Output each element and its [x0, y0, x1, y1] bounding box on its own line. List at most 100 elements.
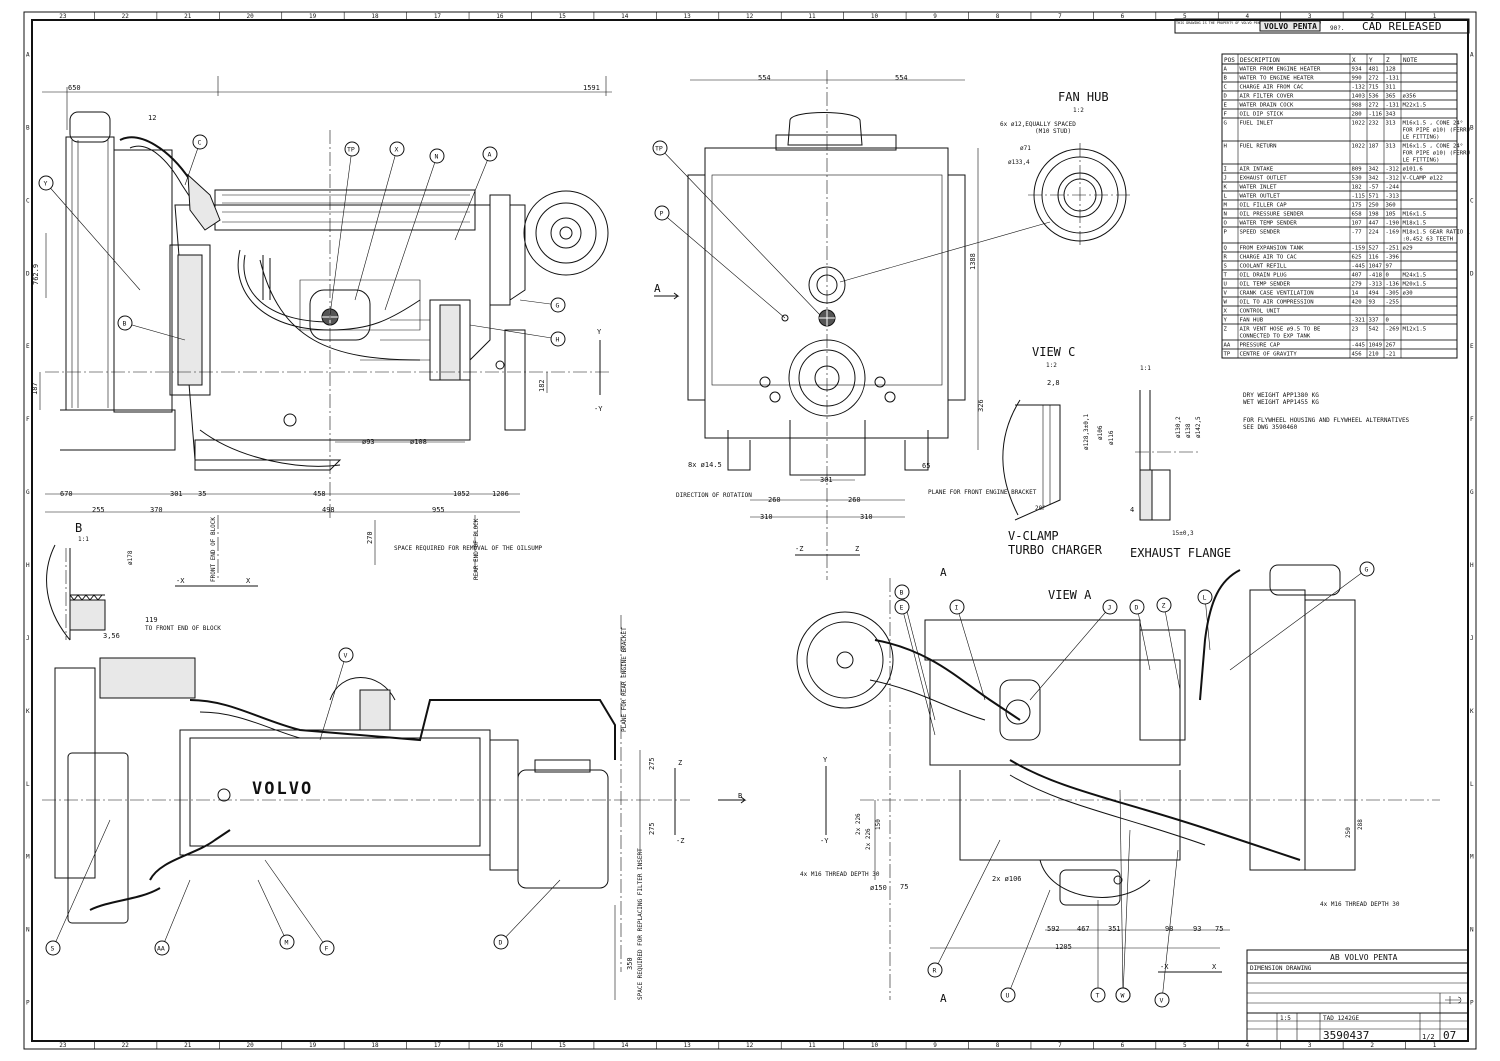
- svg-text:VIEW A: VIEW A: [1048, 588, 1092, 602]
- table-cell: 128: [1386, 67, 1397, 73]
- callout-label: T: [1096, 992, 1100, 1000]
- callout-leader: [934, 839, 1001, 971]
- table-cell: FOR PIPE ø10) (FERRU: [1403, 151, 1470, 157]
- zone-column-label: 22: [122, 13, 130, 20]
- callout-label: J: [1108, 604, 1112, 612]
- cad-released-stamp: CAD RELEASED: [1362, 20, 1441, 33]
- table-cell: V: [1224, 291, 1228, 297]
- table-cell: M22x1.5: [1403, 103, 1427, 109]
- zone-column-label: 23: [59, 13, 67, 20]
- callout-leader: [184, 141, 201, 186]
- callout-bubble: [550, 331, 566, 347]
- table-cell: WATER DRAIN COCK: [1240, 103, 1295, 109]
- callout-leader: [659, 147, 821, 316]
- svg-text:75: 75: [900, 883, 908, 891]
- zone-row-label: C: [26, 197, 30, 204]
- zone-row-label: G: [1470, 489, 1474, 496]
- table-cell: 97: [1386, 264, 1393, 270]
- svg-text:ø108: ø108: [410, 438, 427, 446]
- svg-text:255: 255: [92, 506, 105, 514]
- zone-row-label: F: [26, 416, 30, 423]
- svg-text:EXHAUST FLANGE: EXHAUST FLANGE: [1130, 546, 1231, 560]
- svg-text:650: 650: [68, 84, 81, 92]
- svg-text:1:2: 1:2: [1073, 107, 1084, 114]
- zone-column-label: 10: [871, 1042, 879, 1049]
- callout-label: TP: [347, 146, 355, 154]
- table-cell: 1047: [1369, 264, 1382, 270]
- weight-notes: DRY WEIGHT APP1380 KG WET WEIGHT APP1455…: [1243, 392, 1410, 431]
- svg-text:-X: -X: [176, 577, 185, 585]
- callout-bubble: [1102, 599, 1118, 615]
- svg-text:554: 554: [895, 74, 908, 82]
- engine-type: TAD 1242GE: [1323, 1015, 1360, 1022]
- table-cell: -255: [1386, 300, 1399, 306]
- svg-text:-Z: -Z: [676, 837, 684, 845]
- table-cell: 175: [1352, 203, 1362, 209]
- zone-column-label: 9: [933, 13, 937, 20]
- zone-column-label: 2: [1370, 1042, 1374, 1049]
- table-cell: 224: [1369, 230, 1380, 236]
- callout-label: S: [51, 945, 55, 953]
- callout-leader: [956, 606, 986, 701]
- svg-text:762.9: 762.9: [32, 264, 40, 285]
- callout-leader: [1119, 789, 1124, 996]
- table-cell: M18x1.5 GEAR RATIO 1: [1403, 230, 1470, 236]
- zone-column-label: 18: [371, 13, 379, 20]
- svg-text:ø93: ø93: [362, 438, 375, 446]
- table-cell: 250: [1369, 203, 1379, 209]
- table-cell: S: [1224, 264, 1227, 270]
- table-cell: J: [1224, 176, 1227, 182]
- table-cell: 343: [1386, 112, 1396, 118]
- status-prefix: 90?.: [1330, 25, 1344, 32]
- zone-row-label: E: [1470, 343, 1474, 350]
- svg-text:250: 250: [1345, 827, 1352, 838]
- svg-text:ø116: ø116: [1108, 430, 1115, 445]
- table-cell: M: [1224, 203, 1228, 209]
- table-cell: FAN HUB: [1240, 318, 1264, 324]
- svg-text:TURBO CHARGER: TURBO CHARGER: [1008, 543, 1103, 557]
- table-cell: 342: [1369, 167, 1379, 173]
- company-name: AB VOLVO PENTA: [1330, 953, 1398, 962]
- callout-bubble: [1000, 987, 1016, 1003]
- zone-column-label: 20: [247, 13, 255, 20]
- callout-bubble: [117, 315, 133, 331]
- table-cell: 311: [1386, 85, 1396, 91]
- zone-row-label: D: [26, 270, 30, 277]
- table-cell: U: [1224, 282, 1227, 288]
- flywheel-note: FOR FLYWHEEL HOUSING AND FLYWHEEL ALTERN…: [1243, 417, 1410, 424]
- zone-column-label: 22: [122, 1042, 130, 1049]
- table-cell: EXHAUST OUTLET: [1240, 176, 1288, 182]
- table-cell: K: [1224, 185, 1228, 191]
- svg-text:498: 498: [322, 506, 335, 514]
- svg-text:270: 270: [366, 531, 374, 544]
- table-cell: -190: [1386, 221, 1399, 227]
- callout-leader: [52, 819, 111, 949]
- svg-text:ø106: ø106: [1097, 425, 1104, 440]
- zone-column-label: 18: [371, 1042, 379, 1049]
- table-cell: 1403: [1352, 94, 1365, 100]
- svg-text:260: 260: [848, 496, 861, 504]
- callout-bubble: [949, 599, 965, 615]
- table-cell: CRANK CASE VENTILATION: [1240, 291, 1314, 297]
- zone-column-label: 11: [808, 13, 816, 20]
- svg-text:A: A: [940, 566, 947, 579]
- callout-label: N: [435, 153, 439, 161]
- callout-label: R: [933, 967, 937, 975]
- callout-bubble: [927, 962, 943, 978]
- svg-text:955: 955: [432, 506, 445, 514]
- callout-label: AA: [157, 945, 165, 953]
- svg-text:-X: -X: [1160, 963, 1169, 971]
- svg-text:ø128,3±0,1: ø128,3±0,1: [1083, 413, 1090, 450]
- svg-text:ø130,2: ø130,2: [1175, 416, 1182, 438]
- svg-text:554: 554: [758, 74, 771, 82]
- svg-text:(M10 STUD): (M10 STUD): [1035, 128, 1071, 135]
- svg-text:310: 310: [760, 513, 773, 521]
- svg-text:A: A: [654, 282, 661, 295]
- table-cell: 456: [1352, 352, 1362, 358]
- table-cell: Z: [1224, 327, 1228, 333]
- callout-label: F: [325, 945, 329, 953]
- callout-leader: [1122, 829, 1131, 996]
- table-cell: 272: [1369, 103, 1379, 109]
- svg-text:301: 301: [170, 490, 183, 498]
- svg-text:326: 326: [977, 399, 985, 412]
